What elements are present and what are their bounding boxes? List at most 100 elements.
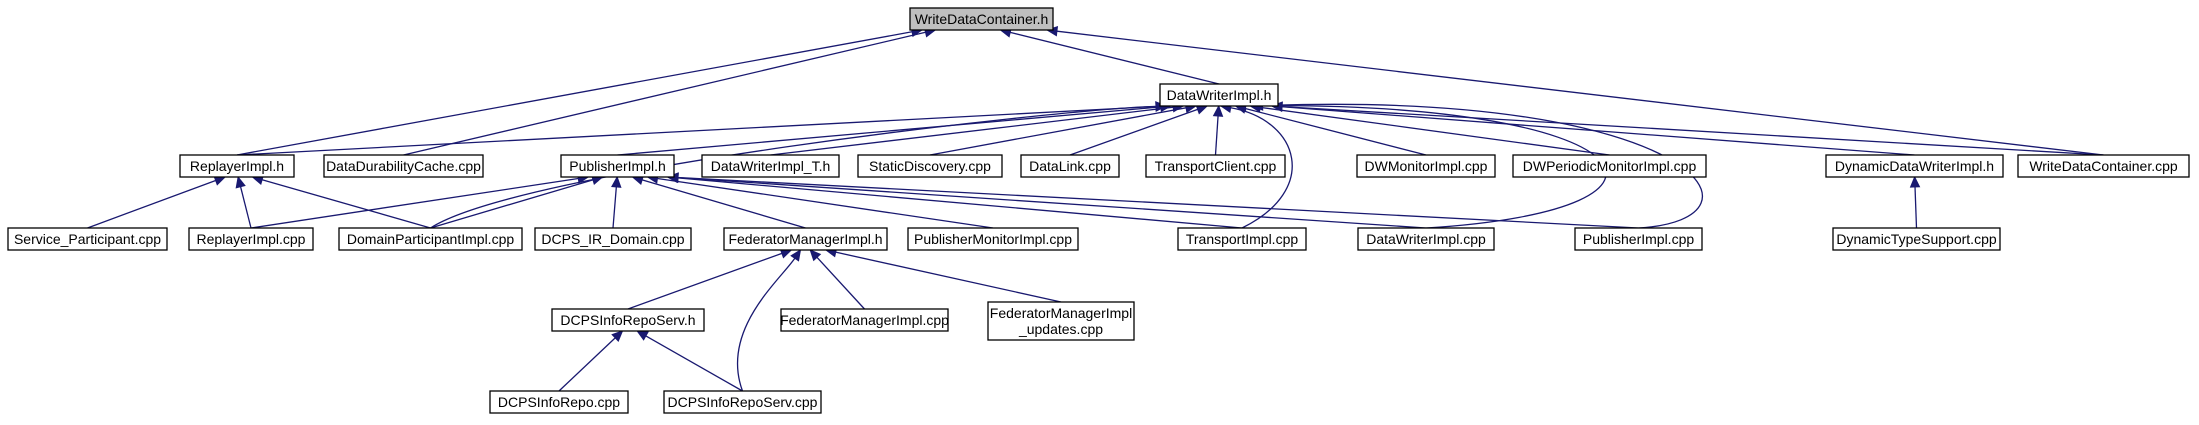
node-label: PublisherImpl.h [569,158,666,174]
node-dyndw-h[interactable]: DynamicDataWriterImpl.h [1825,154,2004,178]
edge-ddc-cpp-to-root-line [403,31,926,156]
node-label: ReplayerImpl.h [190,158,284,174]
node-label: _updates.cpp [1018,321,1103,337]
edge-dwit-h-to-dwi-h-line [770,106,1174,156]
edge-svcpart-cpp-to-replayer-h-line [87,179,216,229]
node-staticdisc-cpp[interactable]: StaticDiscovery.cpp [857,154,1003,178]
node-ddc-cpp[interactable]: DataDurabilityCache.cpp [323,154,484,178]
edge-dpi-cpp-to-replayer-h-line [261,179,431,229]
edge-svcpart-cpp-to-replayer-h [87,175,227,229]
node-pub-h[interactable]: PublisherImpl.h [560,154,675,178]
node-fedmgr-h[interactable]: FederatorManagerImpl.h [723,227,888,251]
node-dwit-h[interactable]: DataWriterImpl_T.h [701,154,840,178]
edge-fedmgr-cpp-to-fedmgr-h-arrowhead [809,249,822,262]
node-pubimpl-cpp[interactable]: PublisherImpl.cpp [1574,227,1703,251]
edge-replayer-cpp-to-replayer-h [235,175,252,229]
node-label: ReplayerImpl.cpp [197,231,306,247]
edge-dyntype-cpp-to-dyndw-h [1909,175,1921,229]
edge-repo-srv-h-to-fedmgr-h [627,248,793,310]
node-box [1020,154,1120,178]
edge-replayer-h-to-root [236,26,924,156]
edge-dpi-cpp-to-pub-h-line [430,179,594,229]
edge-dyndw-h-to-dwi-h [1270,101,1915,156]
node-box [534,227,692,251]
edge-transclient-cpp-to-dwi-h-arrowhead [1212,104,1224,117]
node-box [1356,154,1496,178]
edge-ddc-cpp-to-root [403,27,937,156]
node-fedupd-cpp[interactable]: FederatorManagerImpl_updates.cpp [987,301,1135,341]
node-svcpart-cpp[interactable]: Service_Participant.cpp [7,227,168,251]
node-pubmon-cpp[interactable]: PublisherMonitorImpl.cpp [907,227,1079,251]
node-box [2017,154,2190,178]
edge-dwi-cpp-to-pub-h [666,172,1427,229]
edge-dpi-cpp-to-replayer-h [251,174,431,229]
edge-irdomain-cpp-to-pub-h-arrowhead [611,175,622,188]
node-box [1825,154,2004,178]
edge-dwi-h-to-root [999,27,1220,85]
node-irdomain-cpp[interactable]: DCPS_IR_Domain.cpp [534,227,692,251]
node-label: DCPSInfoRepoServ.h [560,312,695,328]
nodes-layer: WriteDataContainer.hDataWriterImpl.hRepl… [7,7,2190,414]
edge-dwpermon-cpp-to-dwi-h [1249,102,1610,156]
node-dwpermon-cpp[interactable]: DWPeriodicMonitorImpl.cpp [1512,154,1707,178]
node-box [1574,227,1703,251]
edge-repo-cpp-to-repo-srv-h [558,330,624,392]
edge-datalink-cpp-to-dwi-h-line [1069,108,1198,156]
node-transimpl-cpp[interactable]: TransportImpl.cpp [1177,227,1307,251]
edge-transclient-cpp-to-dwi-h-line [1214,115,1219,156]
node-box [723,227,888,251]
node-fedmgr-cpp[interactable]: FederatorManagerImpl.cpp [780,308,949,332]
node-label: DCPSInfoRepoServ.cpp [668,394,818,410]
node-box [1832,227,2001,251]
edge-staticdisc-cpp-to-dwi-h-line [929,107,1187,156]
node-box [323,154,484,178]
node-repo-cpp[interactable]: DCPSInfoRepo.cpp [489,390,629,414]
node-box [1357,227,1495,251]
node-box [338,227,523,251]
node-label: PublisherMonitorImpl.cpp [914,231,1072,247]
node-datalink-cpp[interactable]: DataLink.cpp [1020,154,1120,178]
node-transclient-cpp[interactable]: TransportClient.cpp [1145,154,1286,178]
node-wdc-cpp[interactable]: WriteDataContainer.cpp [2017,154,2190,178]
node-dyntype-cpp[interactable]: DynamicTypeSupport.cpp [1832,227,2001,251]
node-dwmon-cpp[interactable]: DWMonitorImpl.cpp [1356,154,1496,178]
node-reposrv-cpp[interactable]: DCPSInfoRepoServ.cpp [663,390,822,414]
edge-replayer-h-to-dwi-h-line [236,105,1157,156]
edge-fedupd-cpp-to-fedmgr-h-line [835,251,1062,303]
edge-replayer-cpp-to-pub-h [250,173,590,229]
edge-dwmon-cpp-to-dwi-h [1234,103,1427,156]
edge-replayer-h-to-root-line [236,31,913,156]
edge-dwpermon-cpp-to-dwi-h-line [1260,106,1610,156]
node-label: FederatorManagerImpl [990,305,1132,321]
node-label: PublisherImpl.cpp [1583,231,1694,247]
edge-repo-cpp-to-repo-srv-h-arrowhead [611,330,624,343]
edge-reposrv-cpp-to-repo-srv-h [636,330,743,392]
node-dwi-h[interactable]: DataWriterImpl.h [1159,83,1279,107]
edge-fedmgr-cpp-to-fedmgr-h-line [816,256,865,310]
edge-transclient-cpp-to-dwi-h [1212,104,1224,156]
node-replayer-h[interactable]: ReplayerImpl.h [179,154,295,178]
node-box [7,227,168,251]
node-label: DynamicTypeSupport.cpp [1836,231,1997,247]
node-root[interactable]: WriteDataContainer.h [909,7,1054,31]
node-label: DynamicDataWriterImpl.h [1835,158,1994,174]
node-dpi-cpp[interactable]: DomainParticipantImpl.cpp [338,227,523,251]
edge-replayer-cpp-to-replayer-h-line [239,186,252,229]
node-label: TransportClient.cpp [1155,158,1277,174]
node-box [560,154,675,178]
node-box [663,390,822,414]
edge-irdomain-cpp-to-pub-h-line [612,186,617,229]
node-label: FederatorManagerImpl.h [728,231,882,247]
node-box [909,7,1054,31]
node-repo-srv-h[interactable]: DCPSInfoRepoServ.h [551,308,705,332]
node-label: DomainParticipantImpl.cpp [347,231,515,247]
edge-reposrv-cpp-to-repo-srv-h-line [645,335,743,392]
node-box [987,301,1135,341]
edge-wdc-cpp-to-root-line [1056,30,2104,156]
edge-dpi-cpp-to-dwi-h-line [430,105,1157,229]
node-dwi-cpp[interactable]: DataWriterImpl.cpp [1357,227,1495,251]
node-box [1177,227,1307,251]
edge-datalink-cpp-to-dwi-h [1069,104,1209,156]
node-replayer-cpp[interactable]: ReplayerImpl.cpp [188,227,314,251]
